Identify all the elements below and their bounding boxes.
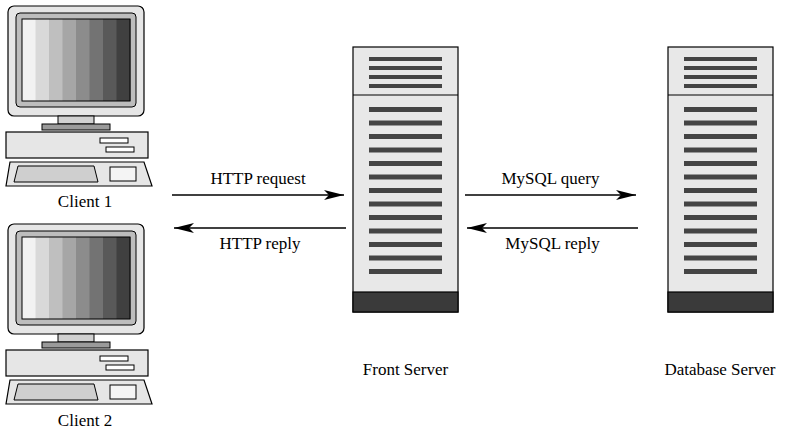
edge-label: MySQL reply bbox=[503, 234, 601, 254]
server-rack: Front Server bbox=[348, 45, 463, 380]
server-icon bbox=[640, 45, 800, 314]
arrow-connector bbox=[172, 194, 344, 196]
node-label: Client 1 bbox=[0, 192, 170, 212]
edge-label: HTTP reply bbox=[217, 234, 302, 254]
computer-icon bbox=[0, 218, 160, 406]
node-label: Database Server bbox=[640, 360, 800, 380]
client-computer: Client 2 bbox=[0, 218, 170, 431]
arrow-connector bbox=[467, 227, 638, 229]
node-label: Client 2 bbox=[0, 411, 170, 431]
server-icon bbox=[348, 45, 463, 314]
edge-label: HTTP request bbox=[208, 169, 307, 189]
node-label: Front Server bbox=[348, 360, 463, 380]
client-computer: Client 1 bbox=[0, 0, 170, 212]
arrow-connector bbox=[174, 227, 346, 229]
arrow-connector bbox=[465, 194, 636, 196]
edge-label: MySQL query bbox=[499, 169, 601, 189]
server-rack: Database Server bbox=[640, 45, 800, 380]
computer-icon bbox=[0, 0, 160, 188]
